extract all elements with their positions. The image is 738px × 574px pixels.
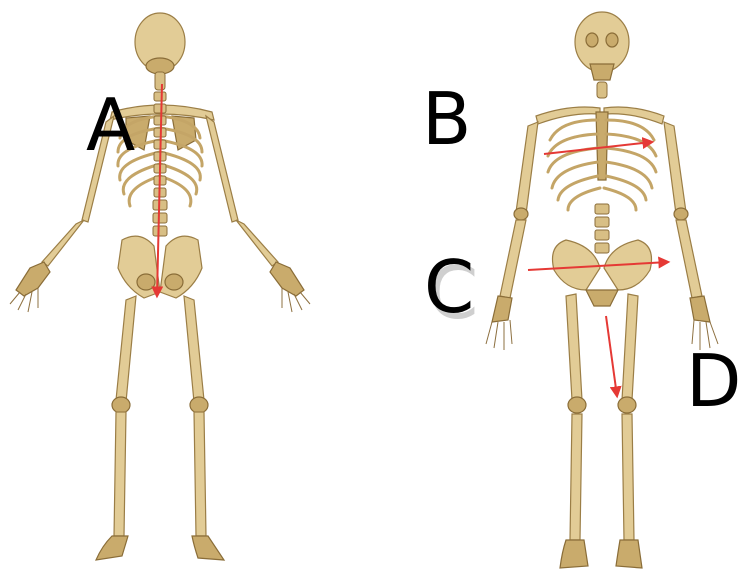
- direction-arrows: [157, 84, 668, 396]
- label-a: A: [86, 83, 135, 167]
- arrow-d: [606, 316, 617, 396]
- anterior-skeleton: [486, 12, 718, 568]
- label-d: D: [686, 339, 738, 423]
- label-c: C: [424, 245, 474, 329]
- label-b: B: [422, 77, 471, 161]
- posterior-skeleton: [10, 13, 310, 560]
